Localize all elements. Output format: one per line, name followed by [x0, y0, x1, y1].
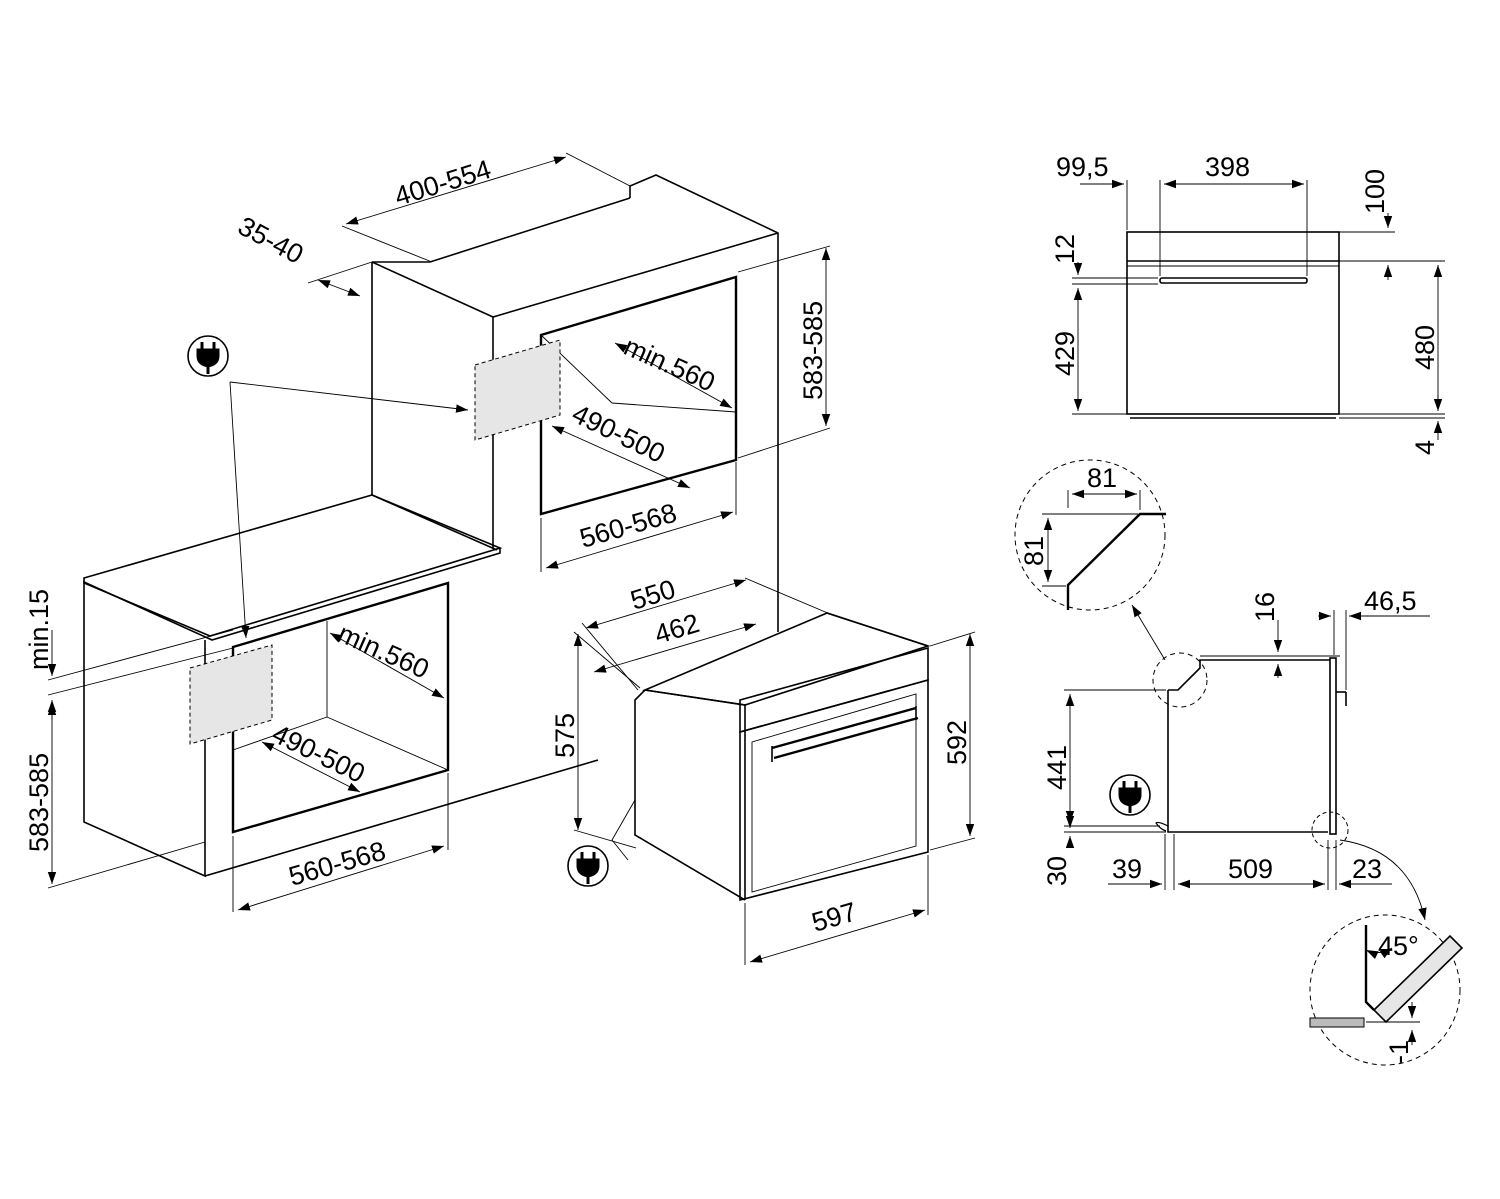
oven-isometric [611, 612, 931, 902]
detail-door-angle [1309, 914, 1464, 1066]
dim-side-441: 441 [1042, 745, 1072, 790]
dim-lower-height: 583-585 [24, 753, 54, 852]
power-plug-icon [187, 335, 229, 377]
dim-front-398: 398 [1205, 152, 1250, 182]
dim-lower-560-568: 560-568 [285, 836, 389, 892]
dim-oven-462: 462 [651, 608, 703, 650]
dim-oven-550: 550 [627, 574, 679, 616]
dim-door-45: 45° [1378, 931, 1419, 961]
dim-35-40: 35-40 [233, 211, 308, 270]
dim-oven-592: 592 [942, 720, 972, 765]
dim-side-30: 30 [1042, 856, 1072, 886]
dim-min15: min.15 [24, 589, 54, 670]
base-cabinet [83, 494, 599, 878]
dim-front-100: 100 [1360, 169, 1390, 214]
dim-side-509: 509 [1228, 854, 1273, 884]
power-plug-icon [1109, 774, 1151, 816]
oven-front-view [1126, 231, 1340, 419]
detail-chamfer [1014, 459, 1166, 611]
dim-chamfer-81-h: 81 [1019, 536, 1049, 566]
dim-side-16: 16 [1250, 592, 1280, 622]
dim-side-46-5: 46,5 [1364, 586, 1417, 616]
dim-lower-min560: min.560 [334, 618, 434, 684]
dim-upper-min560: min.560 [620, 331, 720, 397]
dim-front-429: 429 [1050, 331, 1080, 376]
connection-zone [190, 645, 272, 744]
dim-chamfer-81-w: 81 [1087, 463, 1117, 493]
dim-upper-560-568: 560-568 [576, 498, 680, 554]
dim-oven-575: 575 [550, 713, 580, 758]
dim-front-12: 12 [1050, 234, 1080, 264]
tall-cabinet [371, 174, 779, 632]
power-plug-icon [567, 845, 609, 887]
oven-side-view [1152, 652, 1349, 849]
dim-side-39: 39 [1112, 854, 1142, 884]
dim-upper-490-500: 490-500 [567, 398, 669, 468]
dim-400-554: 400-554 [391, 154, 495, 212]
connection-zone [475, 340, 560, 440]
dim-front-480: 480 [1410, 325, 1440, 370]
dim-upper-height: 583-585 [798, 301, 828, 400]
dim-front-4: 4 [1410, 440, 1440, 455]
dim-front-99-5: 99,5 [1056, 152, 1109, 182]
dim-door-minus1: -1 [1384, 1040, 1414, 1064]
dim-side-23: 23 [1352, 854, 1382, 884]
